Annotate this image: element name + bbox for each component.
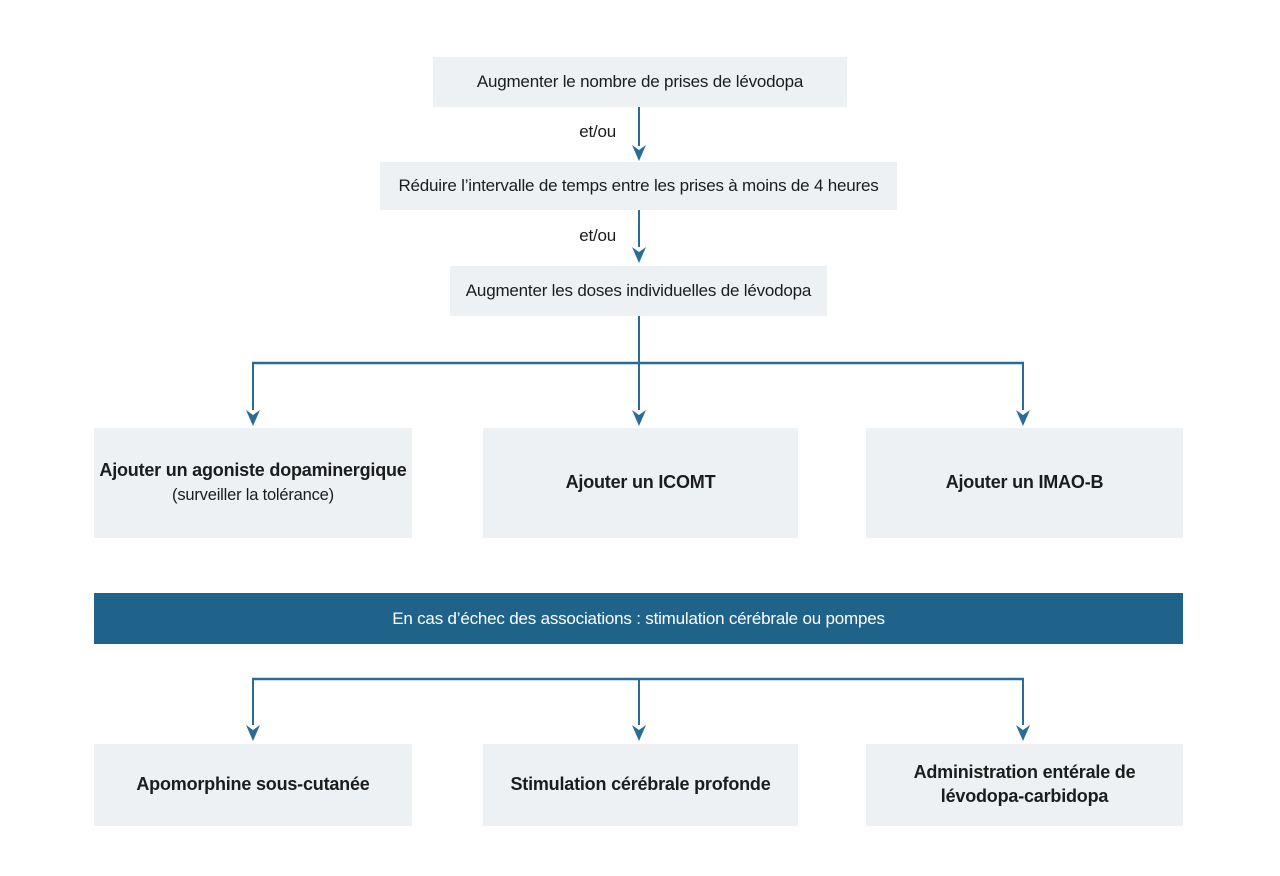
escalation-banner: En cas d’échec des associations : stimul… [94,593,1183,644]
step-reduire-intervalle: Réduire l’intervalle de temps entre les … [380,162,897,210]
option-title: Ajouter un agoniste dopaminergique [99,460,407,481]
arrow-down-icon [632,210,646,263]
option-title: Ajouter un ICOMT [565,472,716,493]
operator-et-ou-2: et/ou [579,226,616,245]
option-title: Apomorphine sous-cutanée [136,774,370,795]
arrow-down-icon [632,107,646,161]
escalation-apomorphine: Apomorphine sous-cutanée [94,744,412,826]
option-title: Administration entérale de lévodopa-carb… [913,762,1136,806]
option-title: Ajouter un IMAO-B [945,472,1104,493]
escalation-administration-enterale: Administration entérale de lévodopa-carb… [866,744,1183,826]
option-title: Stimulation cérébrale profonde [510,774,771,795]
option-note: (surveiller la tolérance) [172,486,334,505]
banner-label: En cas d’échec des associations : stimul… [392,608,885,628]
operator-et-ou-1: et/ou [579,122,616,141]
escalation-stimulation-cerebrale: Stimulation cérébrale profonde [483,744,798,826]
step-label: Réduire l’intervalle de temps entre les … [398,176,879,195]
step-augmenter-doses: Augmenter les doses individuelles de lév… [450,266,827,316]
branch-connector-options [246,316,1030,426]
option-icomt: Ajouter un ICOMT [483,428,798,538]
option-imao-b: Ajouter un IMAO-B [866,428,1183,538]
step-augmenter-nombre-prises: Augmenter le nombre de prises de lévodop… [433,57,847,107]
option-agoniste-dopaminergique: Ajouter un agoniste dopaminergique (surv… [94,428,412,538]
step-label: Augmenter les doses individuelles de lév… [465,281,812,300]
step-label: Augmenter le nombre de prises de lévodop… [476,72,804,91]
branch-connector-escalation [246,677,1030,741]
